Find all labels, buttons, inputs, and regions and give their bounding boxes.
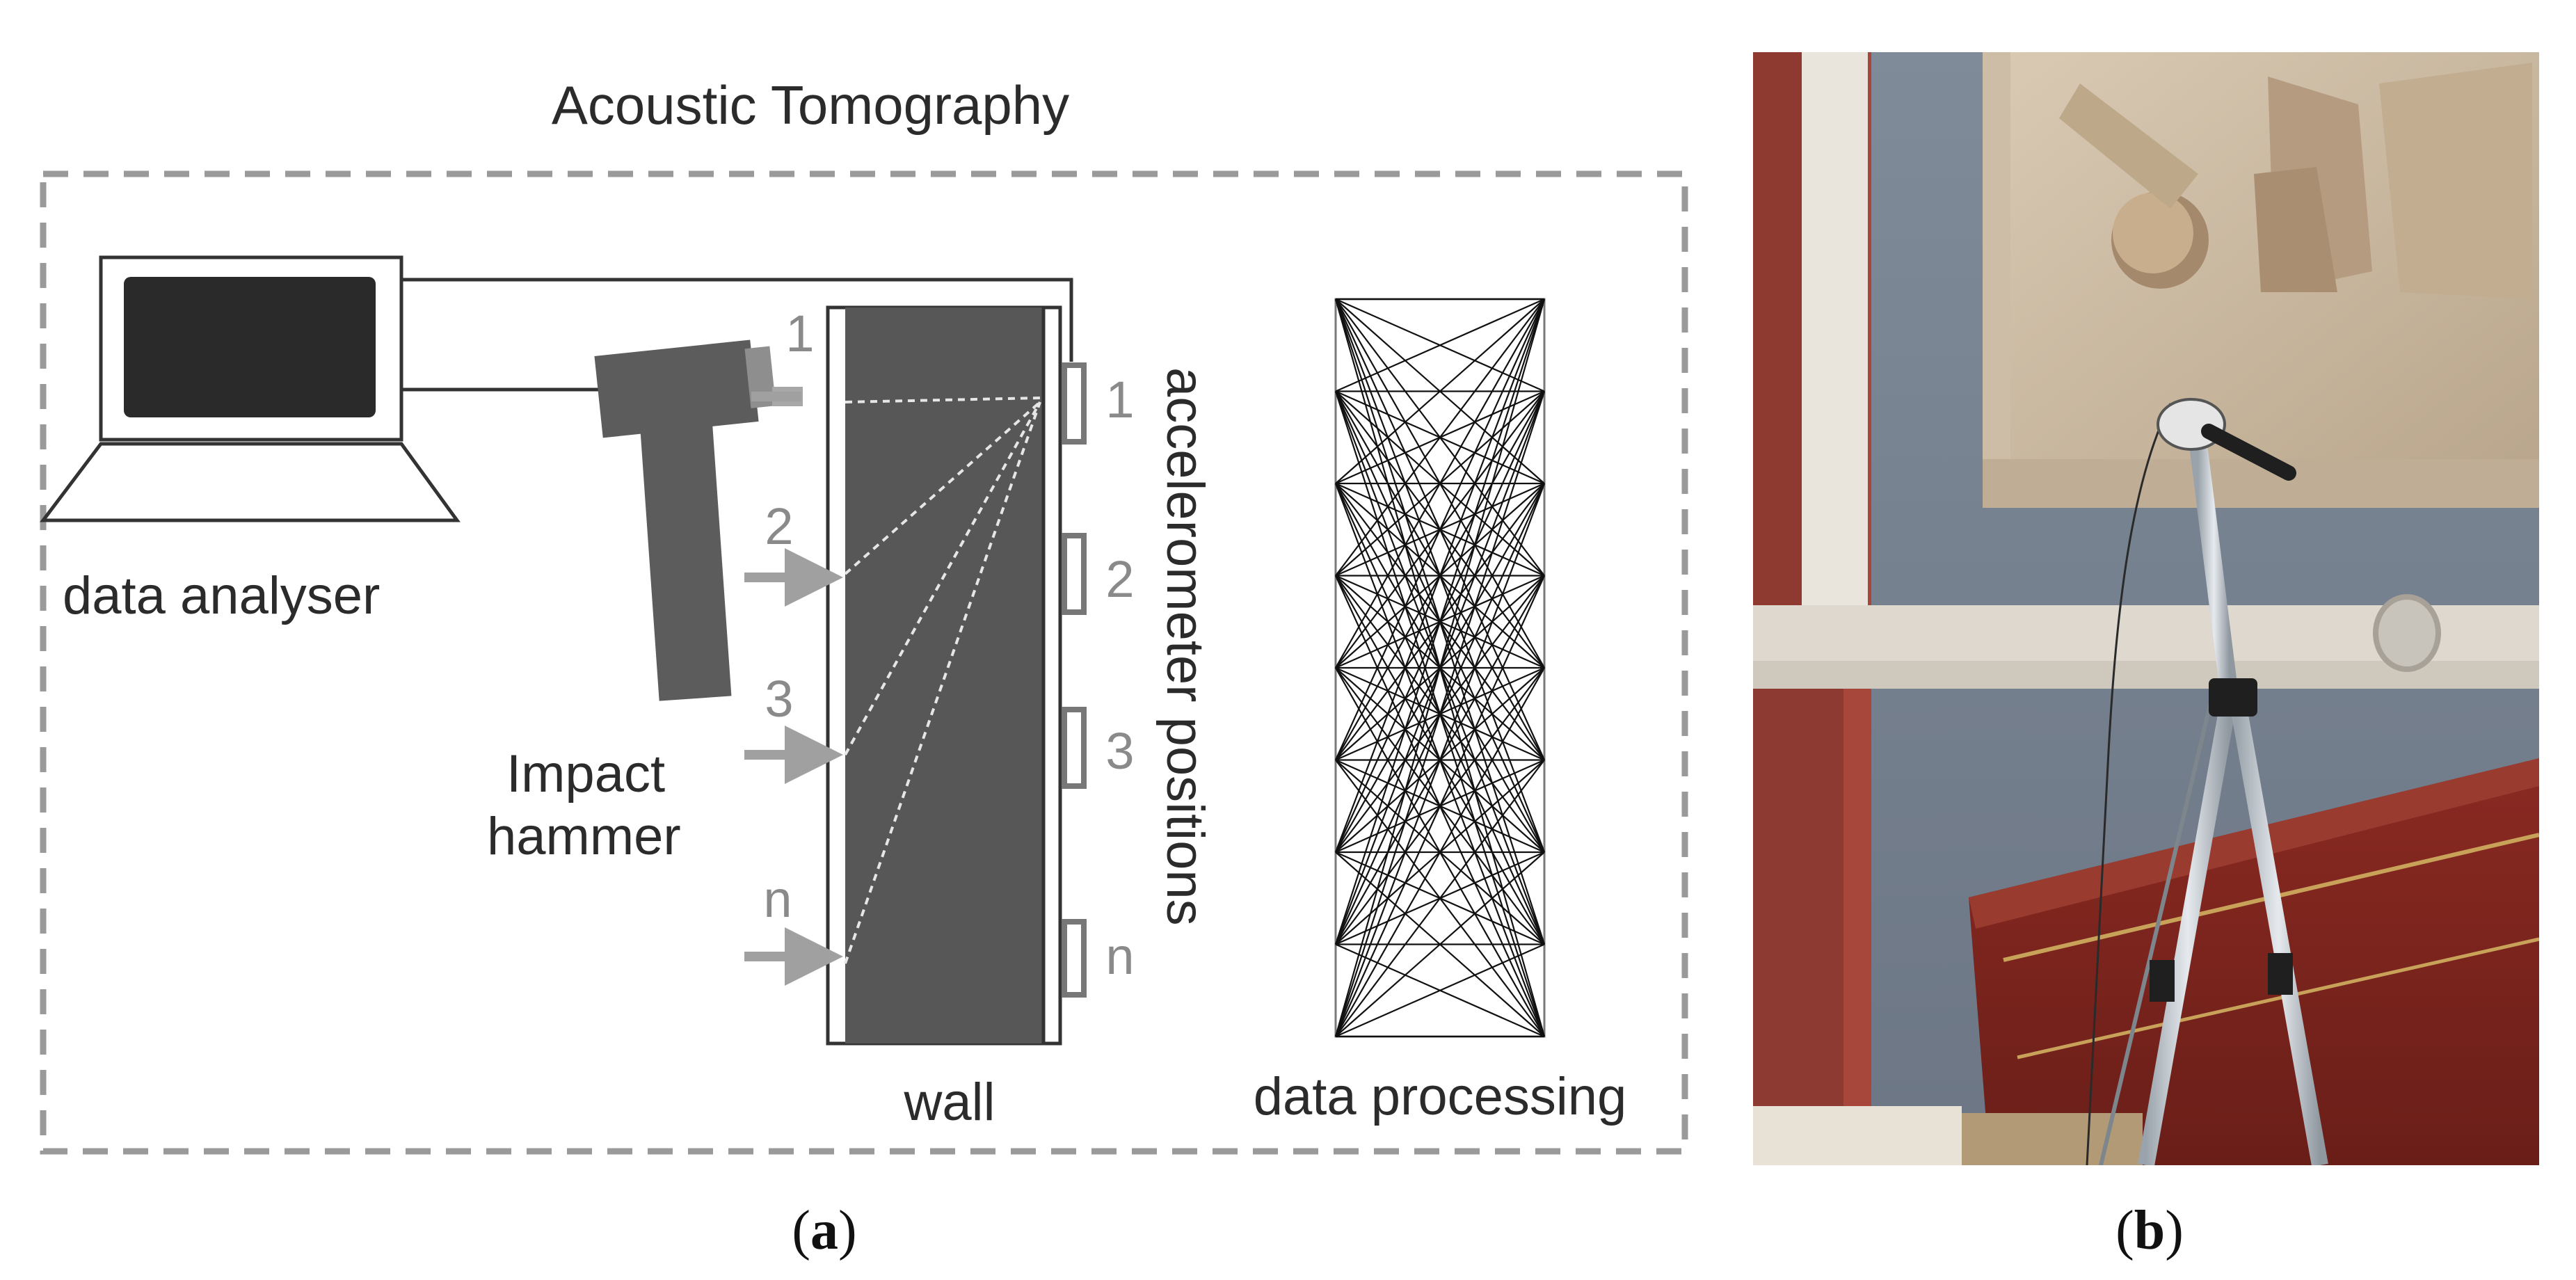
ray-line [1335,759,1545,1037]
ray-line [1334,575,1546,1037]
accelerometer-1 [1062,362,1087,445]
impact-arrows [744,392,843,986]
panel-a-caption: (a) [792,1200,856,1261]
accelerometer-n [1062,919,1087,998]
ray-line [1335,298,1545,484]
laptop-icon [39,255,461,522]
impact-position-1: 1 [785,305,814,362]
ray-line [1335,943,1545,1038]
impact-position-3: 3 [765,670,793,728]
ray-line [1335,851,1545,1037]
diagram-title: Acoustic Tomography [552,74,1069,136]
accelerometer-3 [1062,707,1087,789]
impact-position-2: 2 [765,497,793,555]
ray-line [1334,298,1546,853]
accelerometers [1062,362,1087,998]
ray-line [1334,483,1546,1037]
accelerometer-position-2: 2 [1105,550,1134,608]
wall-label: wall [904,1073,995,1132]
ray-line [1334,298,1546,945]
impact-hammer-label-1: Impact [506,744,665,803]
ray-line [1335,298,1545,669]
ray-line [1335,298,1545,577]
ray-line [1334,298,1546,1037]
panel-b-photo: (b) [1753,52,2539,1261]
accelerometer-position-n: n [1105,927,1134,985]
ray-line [1335,298,1545,392]
dashed-frame [40,170,1688,1155]
data-processing-label: data processing [1254,1067,1627,1126]
impact-position-n: n [763,870,792,928]
impact-hammer-label-2: hammer [487,807,681,866]
accelerometer-2 [1062,533,1087,615]
tomography-ray-network [1334,298,1546,1038]
ray-paths [844,397,1041,964]
wall-section [826,305,1062,1046]
ray-network-lines [1334,298,1546,1038]
panel-a-diagram: Acoustic Tomography data analyser Impact… [39,74,1688,1261]
data-analyser-label: data analyser [63,566,380,625]
accelerometer-position-1: 1 [1105,371,1134,429]
accelerometer-positions-label: accelerometer positions [1155,367,1215,926]
tripod-icon [2099,398,2328,1165]
accelerometer-cable [401,278,1073,362]
ray-line [1335,667,1545,1037]
ray-line [1334,391,1546,1037]
panel-b-caption: (b) [2115,1200,2184,1261]
fresco-wall-photo [1753,52,2539,1165]
accelerometer-position-3: 3 [1105,722,1134,780]
ray-line [1334,298,1546,760]
